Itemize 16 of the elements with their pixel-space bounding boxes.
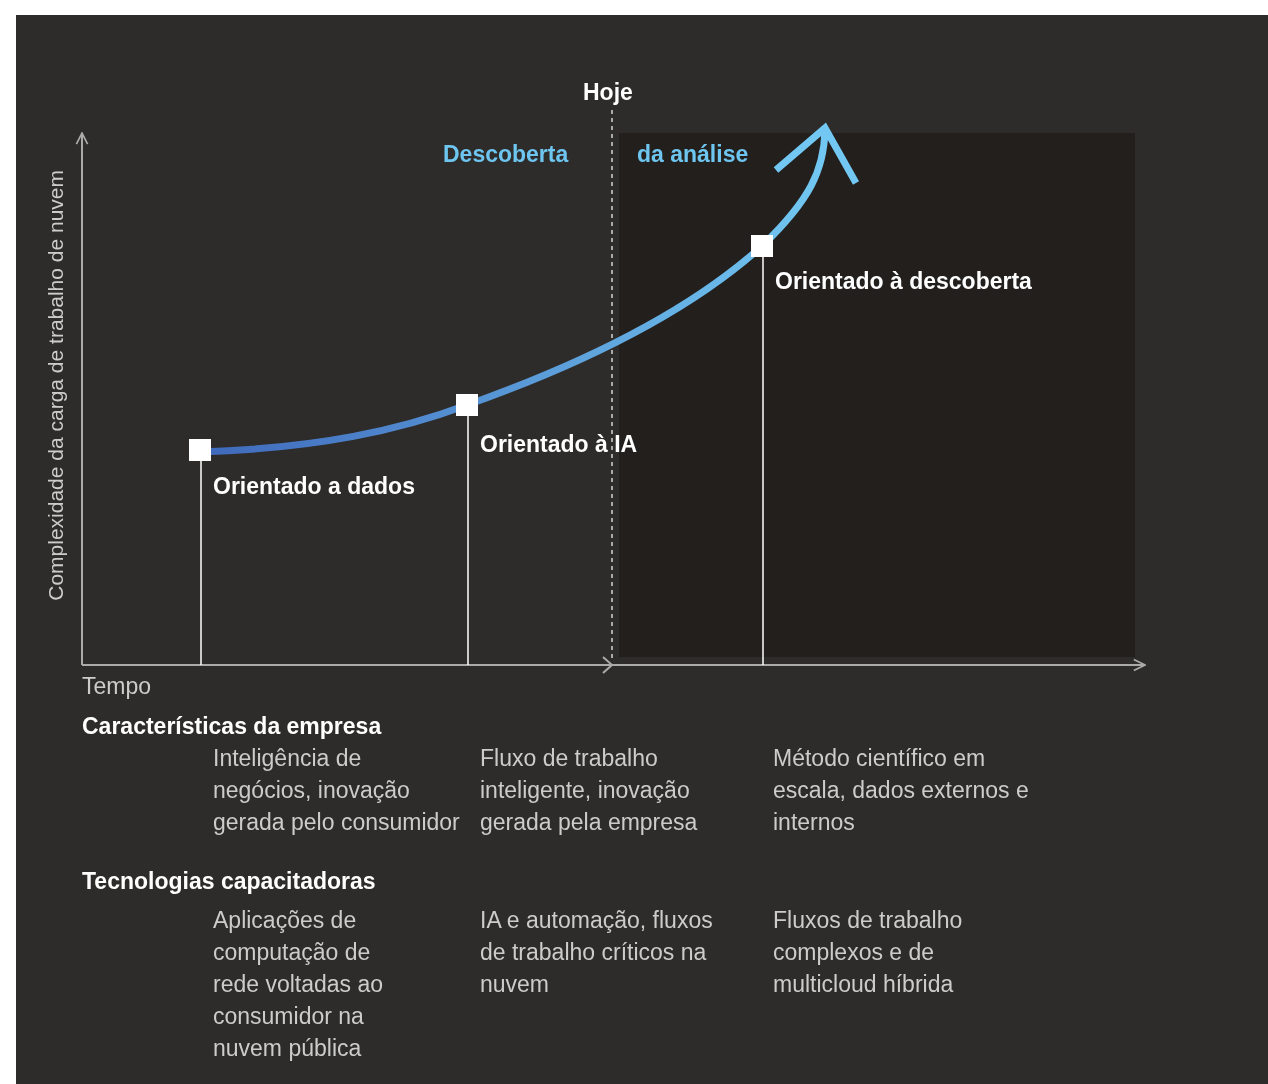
phase-label: Descoberta [443, 140, 569, 169]
axis-label: Tempo [82, 672, 152, 701]
section-heading: Características da empresa [82, 712, 382, 741]
milestone-label: Orientado a dados [213, 472, 415, 501]
milestone-label: Orientado à IA [480, 430, 638, 459]
axis-label: Complexidade da carga de trabalho de nuvem [43, 170, 68, 601]
phase-label: da análise [637, 140, 749, 169]
description-text: IA e automação, fluxos de trabalho críticos na nuvem [480, 906, 714, 999]
description-text: Inteligência de negócios, inovação gerada pelo consumidor [213, 744, 461, 837]
description-text: Fluxos de trabalho complexos e de multicloud híbrida [773, 906, 964, 999]
today-label: Hoje [583, 78, 633, 107]
description-text: Fluxo de trabalho inteligente, inovação gerada pela empresa [480, 744, 699, 837]
milestone-label: Orientado à descoberta [775, 267, 1032, 296]
description-text: Método científico em escala, dados externos e internos [773, 744, 1030, 837]
section-heading: Tecnologias capacitadoras [82, 867, 376, 896]
description-text: Aplicações de computação de rede voltadas ao consumidor na nuvem pública [213, 906, 385, 1063]
